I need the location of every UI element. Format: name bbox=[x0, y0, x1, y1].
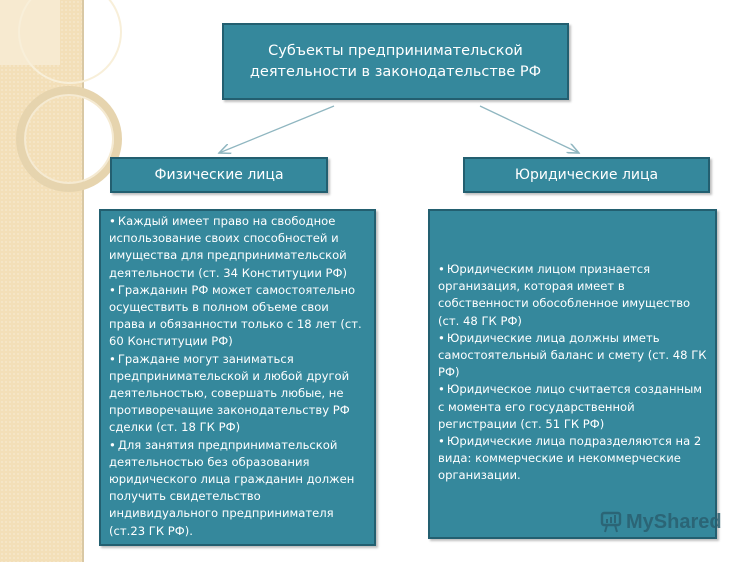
title-line-2: деятельности в законодательстве РФ bbox=[249, 63, 542, 80]
individuals-details-box: Каждый имеет право на свободное использо… bbox=[99, 209, 376, 546]
arrow-to-legal-entities bbox=[479, 105, 579, 153]
category-legal-entities: Юридические лица bbox=[463, 157, 710, 193]
list-item: Граждане могут заниматься предпринимател… bbox=[109, 351, 366, 437]
list-item: Юридические лица должны иметь самостояте… bbox=[438, 330, 707, 382]
myshared-watermark: MyShared bbox=[600, 510, 722, 534]
legal-entities-details-box: Юридическим лицом признается организация… bbox=[428, 209, 717, 539]
presentation-board-icon bbox=[600, 511, 622, 533]
list-item: Каждый имеет право на свободное использо… bbox=[109, 213, 366, 282]
category-individuals: Физические лица bbox=[110, 157, 328, 193]
watermark-text: MyShared bbox=[626, 510, 722, 533]
diagram-title-box: Субъекты предпринимательской деятельност… bbox=[222, 23, 569, 100]
list-item: Юридические лица подразделяются на 2 вид… bbox=[438, 433, 707, 485]
category-label: Физические лица bbox=[154, 167, 284, 183]
title-line-1: Субъекты предпринимательской bbox=[268, 42, 523, 59]
list-item: Юридическое лицо считается созданным с м… bbox=[438, 381, 707, 433]
list-item: Юридическим лицом признается организация… bbox=[438, 261, 707, 330]
category-label: Юридические лица bbox=[514, 167, 659, 183]
list-item: Гражданин РФ может самостоятельно осущес… bbox=[109, 282, 366, 351]
arrow-to-individuals bbox=[219, 105, 335, 153]
decorative-ring-icon bbox=[16, 86, 122, 192]
decorative-sidebar bbox=[0, 0, 122, 562]
list-item: Для занятия предпринимательской деятельн… bbox=[109, 437, 366, 540]
decorative-ring-icon bbox=[18, 0, 122, 84]
